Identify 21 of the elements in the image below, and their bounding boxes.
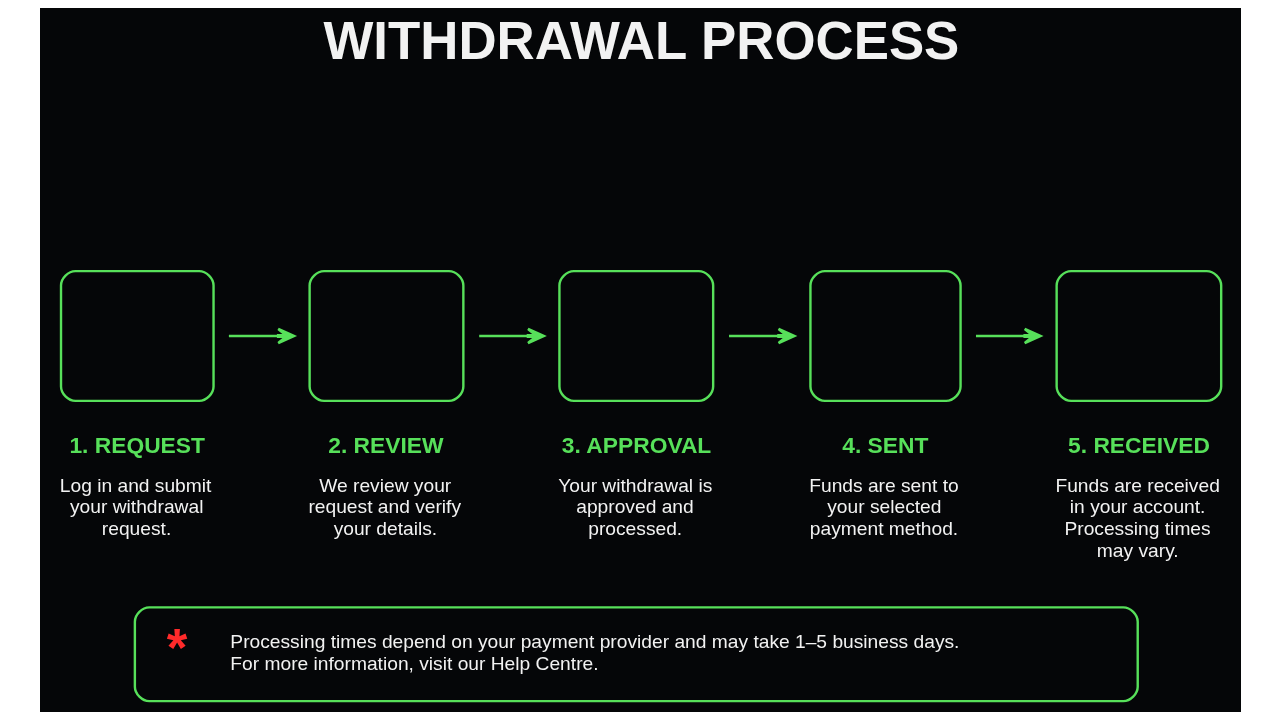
arrow: [728, 327, 795, 345]
node-label: 2. REVIEW: [327, 431, 444, 458]
arrow: [228, 327, 295, 345]
node-box: [1054, 269, 1222, 403]
node-label: Funds are sent to your selected payment method.: [808, 474, 959, 540]
node-label: We review your request and verify your details.: [307, 474, 461, 540]
node-label: 4. SENT: [841, 431, 928, 458]
node-label: Your withdrawal is approved and processed.: [557, 474, 712, 540]
node-box: [307, 269, 465, 403]
node-box: [808, 269, 962, 403]
arrow: [478, 327, 545, 345]
node-box: [59, 269, 215, 403]
arrow: [975, 327, 1042, 345]
node-label: Funds are received in your account. Processing times may vary.: [1054, 474, 1220, 561]
diagram-title: WITHDRAWAL PROCESS: [322, 10, 959, 70]
node-label: Log in and submit your withdrawal request.: [59, 474, 211, 540]
node-label: 1. REQUEST: [68, 431, 205, 458]
node-box: [557, 269, 714, 403]
node-box: * Processing times depend on your payment provider and may take 1–5 business days. For more information, visit our Help Centre.: [133, 606, 1139, 703]
node-label: 3. APPROVAL: [561, 431, 711, 458]
node-label: 5. RECEIVED: [1067, 431, 1210, 458]
